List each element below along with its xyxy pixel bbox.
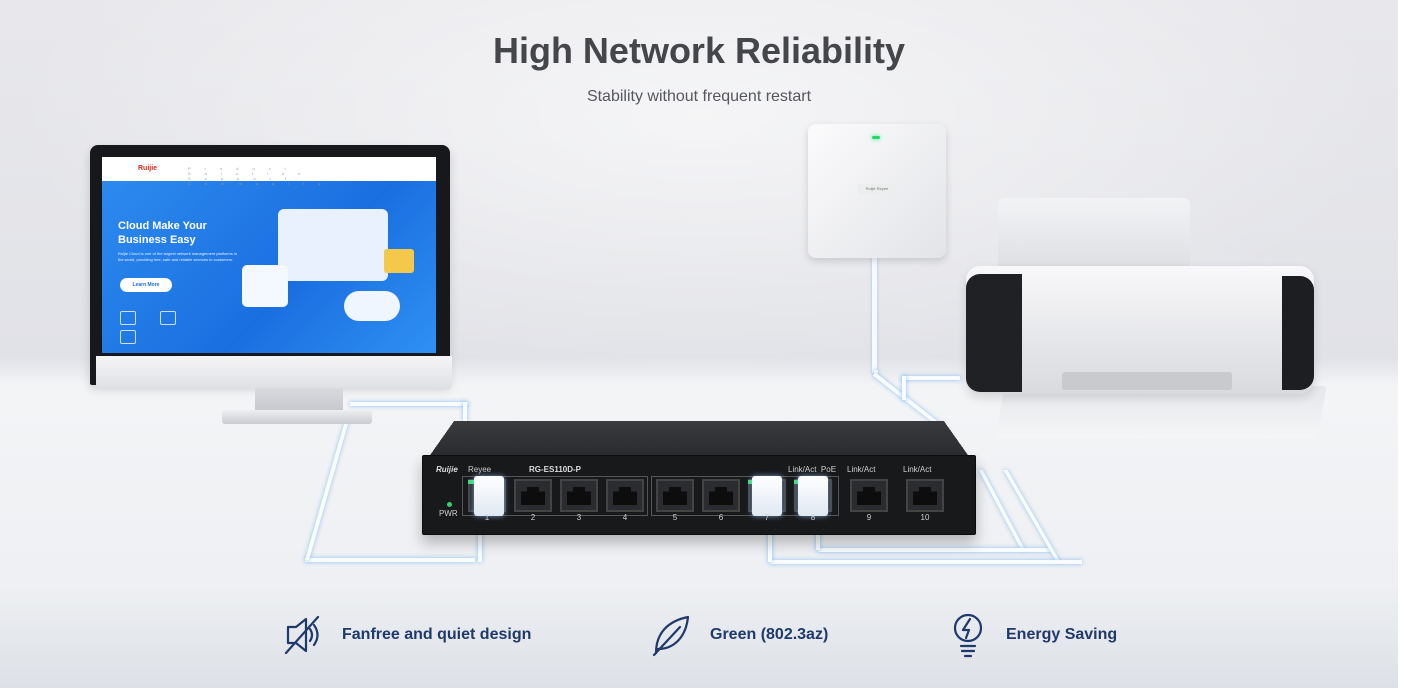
port-number-7: 7 xyxy=(764,513,770,522)
right-edge xyxy=(1398,0,1402,688)
feature-label-green: Green (802.3az) xyxy=(710,626,829,643)
screen-nav-bar xyxy=(102,157,436,181)
screen-logo: Ruijie xyxy=(138,165,158,172)
port-3[interactable] xyxy=(560,479,598,512)
switch-sub-brand: Reyee xyxy=(468,465,492,474)
screen-description: Ruijie Cloud is one of the largest netwo… xyxy=(118,251,237,262)
bulb-bolt-icon xyxy=(953,613,983,658)
port-number-4: 4 xyxy=(622,513,628,522)
port-4[interactable] xyxy=(606,479,644,512)
screen-headline: Cloud Make Your Business Easy xyxy=(118,220,207,246)
link-act-label-10: Link/Act xyxy=(903,465,932,474)
power-led xyxy=(447,502,452,507)
feature-label-fanfree: Fanfree and quiet design xyxy=(342,626,532,643)
leaf-icon xyxy=(652,615,690,657)
port-number-10: 10 xyxy=(920,513,930,522)
port-10[interactable] xyxy=(906,479,944,512)
port-9[interactable] xyxy=(850,479,888,512)
feature-fanfree: Fanfree and quiet design xyxy=(280,612,531,658)
ap-label: Ruijie Reyee xyxy=(858,184,896,194)
switch-brand: Ruijie xyxy=(436,465,458,474)
port-number-5: 5 xyxy=(672,513,678,522)
port-6[interactable] xyxy=(702,479,740,512)
ap-status-led xyxy=(872,136,880,139)
port-number-2: 2 xyxy=(530,513,536,522)
port-number-3: 3 xyxy=(576,513,582,522)
port-number-6: 6 xyxy=(718,513,724,522)
link-act-label-9: Link/Act xyxy=(847,465,876,474)
switch-top-panel xyxy=(428,420,970,458)
feature-label-energy: Energy Saving xyxy=(1006,626,1118,643)
cable-plug-port-7 xyxy=(752,476,782,516)
port-5[interactable] xyxy=(656,479,694,512)
feature-green: Green (802.3az) xyxy=(650,612,828,658)
screen-illustration-card xyxy=(278,209,388,281)
feature-energy: Energy Saving xyxy=(948,612,1117,658)
page-subtitle: Stability without frequent restart xyxy=(586,88,812,105)
screen-stats-row xyxy=(120,311,230,344)
poe-label: Link/Act PoE xyxy=(788,465,837,474)
port-group-1-4 xyxy=(462,476,648,516)
port-number-8: 8 xyxy=(810,513,816,522)
port-number-9: 9 xyxy=(866,513,872,522)
cable-plug-port-1 xyxy=(474,476,504,516)
port-number-1: 1 xyxy=(484,513,490,522)
power-label: PWR xyxy=(439,509,458,518)
port-1-led xyxy=(468,480,476,484)
switch-model: RG-ES110D-P xyxy=(529,465,582,474)
cable-plug-port-8 xyxy=(798,476,828,516)
monitor-screen: Ruijie Product Solution Support Communit… xyxy=(102,157,436,353)
page-title: High Network Reliability xyxy=(492,30,906,71)
fan-off-icon xyxy=(284,615,320,655)
port-2[interactable] xyxy=(514,479,552,512)
port-group-5-8 xyxy=(651,476,839,516)
folder-icon xyxy=(384,249,414,273)
cloud-icon xyxy=(344,291,400,321)
screen-nav-items: Product Solution Support Community xyxy=(188,166,335,186)
screen-chart-card xyxy=(242,265,288,307)
screen-learn-more-button: Learn More xyxy=(120,278,172,292)
